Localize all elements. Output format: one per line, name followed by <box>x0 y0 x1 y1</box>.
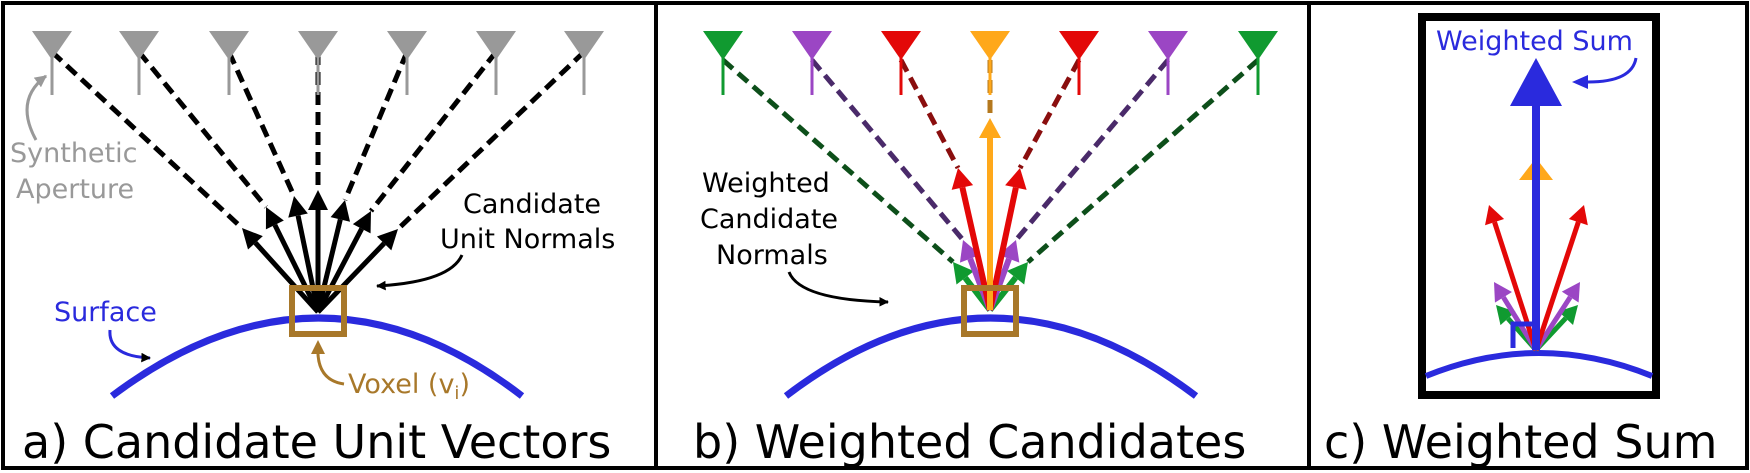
weighted-ray-dashed <box>1026 58 1260 264</box>
candidate-ray-dashed <box>50 50 244 230</box>
aperture-icon-cone <box>32 31 72 60</box>
weighted-candidate-arrow-head <box>1005 168 1027 190</box>
panel-c: Weighted Sum c) Weighted Sum <box>1324 13 1717 469</box>
candidate-unit-arrows <box>242 190 398 314</box>
component-arrow-head <box>1485 205 1505 226</box>
panel-a-caption: a) Candidate Unit Vectors <box>22 415 611 469</box>
candidate-unit-arrow-head <box>352 211 371 234</box>
weighted-ray-dashed <box>1017 58 1082 170</box>
weighted-normals-label-line2: Candidate <box>700 204 838 235</box>
candidate-unit-arrow-shaft <box>295 215 321 313</box>
candidate-dashed-rays <box>50 50 586 231</box>
candidate-unit-arrow-shaft <box>316 241 386 314</box>
candidate-ray-dashed <box>226 50 297 198</box>
candidate-ray-dashed <box>137 50 268 209</box>
candidate-unit-arrow-head <box>376 229 398 251</box>
aperture-icon-colored-cone <box>1148 31 1188 60</box>
weighted-normals-label-line3: Normals <box>716 240 828 271</box>
candidate-unit-arrow-shaft <box>315 227 364 314</box>
candidate-ray-dashed <box>342 51 410 201</box>
component-arrow-shaft <box>1533 295 1573 352</box>
candidate-normals-label-line2: Unit Normals <box>440 224 615 255</box>
component-arrow-shaft <box>1492 221 1539 351</box>
panel-b: Weighted Candidate Normals b) Weighted C… <box>693 31 1278 469</box>
candidate-normals-pointer <box>376 254 464 291</box>
candidate-ray-dashed <box>369 50 498 213</box>
surface-pointer <box>108 329 151 363</box>
panel-b-caption: b) Weighted Candidates <box>693 415 1246 469</box>
candidate-unit-arrow-head <box>330 200 351 222</box>
aperture-icon-colored-cone <box>1238 31 1278 60</box>
aperture-icon-cone <box>564 31 604 60</box>
panel-c-caption: c) Weighted Sum <box>1324 415 1717 469</box>
candidate-normals-label-line1: Candidate <box>463 189 601 220</box>
voxel-box-b <box>961 285 1019 337</box>
synthetic-aperture-icons <box>32 31 604 95</box>
panel-c-frame <box>1307 1 1749 470</box>
aperture-icons-colored <box>703 31 1278 95</box>
candidate-ray-dashed <box>396 50 586 231</box>
surface-curve <box>109 314 525 399</box>
aperture-icon-cone <box>387 31 427 60</box>
weighted-candidate-arrow-head <box>979 118 1001 138</box>
weighted-candidate-arrow-head <box>1006 262 1028 285</box>
weighted-sum-pointer <box>1587 57 1638 84</box>
weighted-normals-label-line1: Weighted <box>702 168 830 199</box>
weighted-candidate-arrow-head <box>951 168 974 190</box>
weighted-ray-dashed <box>1014 58 1170 242</box>
voxel-label: Voxel (vi) <box>348 369 470 404</box>
component-arrow-shaft <box>1533 221 1581 351</box>
panel-a: Synthetic Aperture Candidate Unit Normal… <box>10 31 615 469</box>
panel-b-frame <box>654 1 1311 470</box>
aperture-icon-cone <box>476 31 516 60</box>
surface-curve-b <box>783 314 1199 399</box>
weighted-ray-dashed <box>721 58 955 264</box>
aperture-icon-colored-cone <box>792 31 832 60</box>
candidate-unit-arrow-head <box>242 228 263 250</box>
weighted-candidate-arrow-head <box>959 240 981 263</box>
candidate-unit-arrow-head <box>308 190 328 210</box>
weighted-sum-base-tick <box>1510 321 1533 348</box>
weighted-sum-arrows <box>1485 58 1588 352</box>
voxel-pointer-head <box>311 340 325 354</box>
weighted-normals-pointer <box>787 271 889 307</box>
candidate-unit-arrow-shaft <box>253 241 320 314</box>
aperture-icon-cone <box>119 31 159 60</box>
weighted-sum-label: Weighted Sum <box>1436 26 1633 57</box>
component-arrow-head <box>1496 305 1516 326</box>
voxel-box <box>289 285 347 337</box>
candidate-unit-arrow-head <box>288 196 308 218</box>
surface-label: Surface <box>54 297 157 328</box>
component-arrow-head <box>1568 205 1588 226</box>
aperture-icon-cone <box>209 31 249 60</box>
surface-curve-c <box>1424 350 1654 379</box>
aperture-icon-colored-cone <box>970 31 1010 60</box>
candidate-unit-arrow-head <box>265 207 284 230</box>
synthetic-aperture-pointer <box>25 74 47 141</box>
synthetic-aperture-label-line1: Synthetic <box>10 138 137 169</box>
aperture-icon-colored-cone <box>881 31 921 60</box>
weighted-sum-arrow-head <box>1510 58 1562 106</box>
candidate-unit-arrow-shaft <box>315 218 343 313</box>
weighted-sum-pointer-head <box>1572 75 1588 89</box>
weighted-candidate-arrow-head <box>953 262 974 285</box>
weighted-sum-inset-frame <box>1418 13 1660 399</box>
component-arrow-head <box>1561 282 1580 303</box>
aperture-icon-colored-cone <box>1059 31 1099 60</box>
candidate-unit-arrow-shaft <box>272 223 321 314</box>
synthetic-aperture-label-line2: Aperture <box>16 174 134 205</box>
weighted-candidate-arrows <box>951 118 1028 312</box>
aperture-icon-cone <box>298 31 338 60</box>
weighted-candidate-arrow-head <box>998 240 1020 263</box>
weighted-ray-dashed <box>898 58 961 170</box>
component-arrow-head <box>1494 282 1512 303</box>
aperture-icon-colored-cone <box>703 31 743 60</box>
